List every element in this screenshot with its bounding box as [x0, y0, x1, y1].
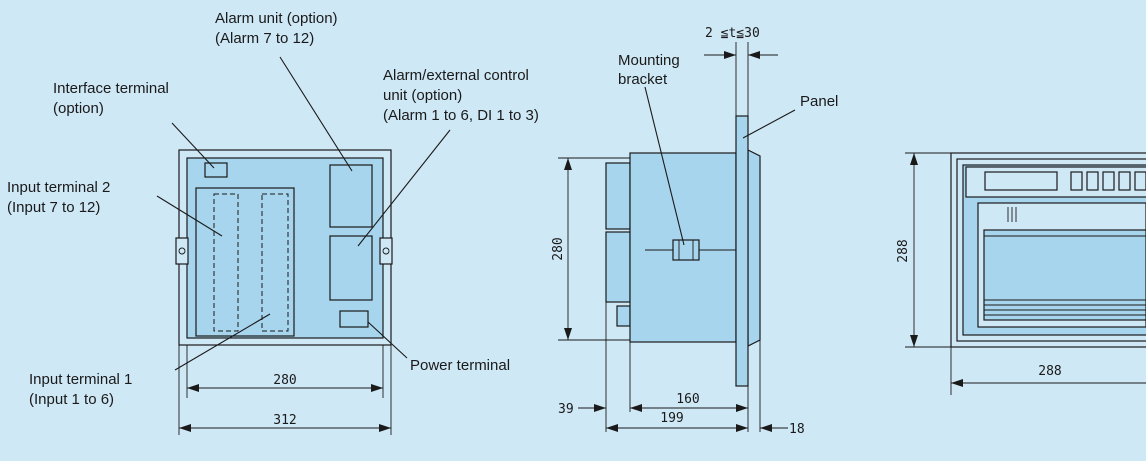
- side-panel: [735, 115, 749, 387]
- alarm-external-unit: [329, 235, 373, 301]
- side-rear-block-top: [605, 162, 631, 230]
- side-rear-block-bottom: [605, 231, 631, 303]
- dim-side-front-offset: 18: [789, 422, 805, 437]
- interface-terminal: [204, 162, 228, 178]
- dim-front-height: 288: [896, 239, 911, 262]
- front-chart-paper: [983, 229, 1146, 321]
- front-display: [984, 171, 1058, 191]
- label-alarm-unit: Alarm unit (option) (Alarm 7 to 12): [215, 10, 342, 47]
- front-view: 288 288: [896, 152, 1146, 395]
- label-input-terminal-1: Input terminal 1 (Input 1 to 6): [29, 371, 137, 408]
- dim-side-height: 280: [551, 237, 566, 260]
- side-view: 2 ≦t≦30 280 160 39 199 18 Mounti: [551, 26, 838, 437]
- dim-side-depth-total: 199: [660, 411, 683, 426]
- power-terminal: [339, 310, 369, 328]
- label-interface-terminal: Interface terminal (option): [53, 80, 173, 117]
- rear-right-bracket: [379, 237, 393, 265]
- front-key-3: [1102, 171, 1115, 191]
- input-terminal-2: [213, 193, 239, 332]
- dim-panel-thickness: 2 ≦t≦30: [705, 26, 760, 41]
- front-key-1: [1070, 171, 1083, 191]
- dim-side-rear-offset: 39: [558, 402, 574, 417]
- front-key-4: [1118, 171, 1131, 191]
- label-alarm-external-unit: Alarm/external control unit (option) (Al…: [383, 67, 539, 124]
- dim-side-depth-front: 160: [676, 392, 699, 407]
- dim-rear-inner-width: 280: [273, 373, 296, 388]
- side-front-bezel: [747, 149, 761, 347]
- input-terminal-block: [195, 187, 295, 337]
- side-rear-foot: [616, 305, 631, 327]
- mounting-bracket: [672, 239, 700, 261]
- dim-rear-outer-width: 312: [273, 413, 296, 428]
- front-key-2: [1086, 171, 1099, 191]
- input-terminal-1: [261, 193, 289, 332]
- rear-view: 280 312 Alarm unit (option) (Alarm 7 to …: [7, 10, 539, 435]
- label-power-terminal: Power terminal: [410, 357, 510, 374]
- label-input-terminal-2: Input terminal 2 (Input 7 to 12): [7, 179, 115, 216]
- label-panel: Panel: [800, 93, 838, 110]
- dim-front-width: 288: [1038, 364, 1061, 379]
- label-mounting-bracket: Mounting bracket: [618, 52, 684, 88]
- alarm-unit: [329, 164, 373, 228]
- rear-left-bracket: [175, 237, 189, 265]
